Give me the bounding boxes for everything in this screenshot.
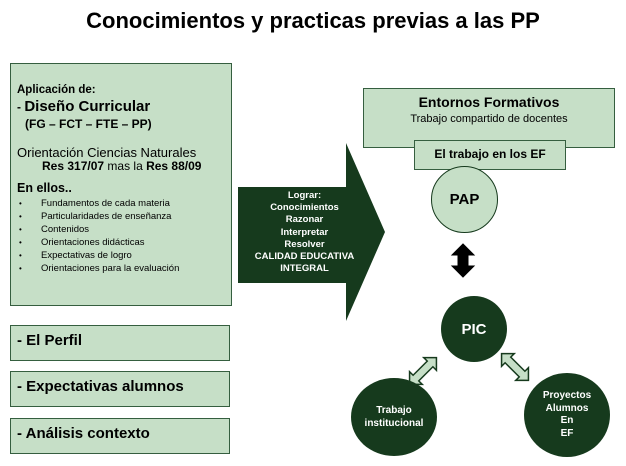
context-analysis-box: - Análisis contexto	[10, 418, 230, 454]
formation-fields: (FG – FCT – FTE – PP)	[25, 117, 152, 131]
institutional-work-circle: Trabajo institucional	[351, 378, 437, 456]
arrow-line: Interpretar	[280, 226, 329, 238]
ef-work-box: El trabajo en los EF	[414, 140, 566, 170]
arrow-line: Conocimientos	[270, 202, 339, 214]
page-title: Conocimientos y practicas previas a las …	[86, 8, 540, 33]
double-arrow-vertical	[450, 243, 476, 278]
list-item: Contenidos	[17, 223, 225, 236]
formative-environments-subtitle: Trabajo compartido de docentes	[410, 113, 568, 125]
circle-line: Trabajo	[376, 405, 412, 416]
student-projects-circle: Proyectos Alumnos En EF	[524, 373, 610, 457]
application-heading: Aplicación de:	[17, 84, 96, 96]
circle-line: institucional	[364, 418, 424, 429]
double-arrow-right	[500, 352, 530, 382]
curricular-design-label: Diseño Curricular	[24, 98, 151, 115]
curricular-design-line: - Diseño Curricular	[17, 98, 225, 115]
list-item: Expectativas de logro	[17, 249, 225, 262]
resolution-2: Res 88/09	[146, 159, 202, 173]
dash: -	[17, 100, 25, 114]
circle-line: En	[560, 415, 574, 426]
arrow-line: CALIDAD EDUCATIVA	[254, 251, 355, 263]
circle-line: Proyectos	[542, 390, 592, 401]
pap-circle: PAP	[431, 166, 498, 233]
list-item: Orientaciones didácticas	[17, 236, 225, 249]
resolutions-line: Res 317/07 mas la Res 88/09	[42, 160, 225, 173]
double-arrow-left	[408, 356, 438, 386]
big-right-arrow	[238, 143, 385, 321]
circle-line: EF	[560, 427, 574, 439]
formative-environments-box: Entornos Formativos Trabajo compartido d…	[363, 88, 615, 148]
arrow-text: Lograr: Conocimientos Razonar Interpreta…	[238, 190, 371, 275]
contents-list: Fundamentos de cada materia Particularid…	[17, 197, 225, 275]
profile-box: - El Perfil	[10, 325, 230, 361]
arrow-line: Lograr:	[287, 190, 322, 201]
arrow-line: Razonar	[285, 214, 324, 226]
list-item: Orientaciones para la evaluación	[17, 262, 225, 275]
resolution-1: Res 317/07	[42, 159, 105, 173]
list-item: Particularidades de enseñanza	[17, 210, 225, 223]
arrow-line: INTEGRAL	[280, 263, 329, 275]
in-them-heading: En ellos..	[17, 181, 72, 195]
student-expectations-box: - Expectativas alumnos	[10, 371, 230, 407]
curriculum-box: Aplicación de: - Diseño Curricular (FG –…	[10, 63, 232, 306]
circle-line: Alumnos	[545, 402, 589, 414]
arrow-line: Resolver	[284, 238, 325, 250]
formative-environments-title: Entornos Formativos	[418, 94, 560, 110]
list-item: Fundamentos de cada materia	[17, 197, 225, 210]
pic-circle: PIC	[441, 296, 507, 362]
orientation-label: Orientación Ciencias Naturales	[17, 145, 197, 160]
resolution-connector: mas la	[104, 159, 147, 173]
